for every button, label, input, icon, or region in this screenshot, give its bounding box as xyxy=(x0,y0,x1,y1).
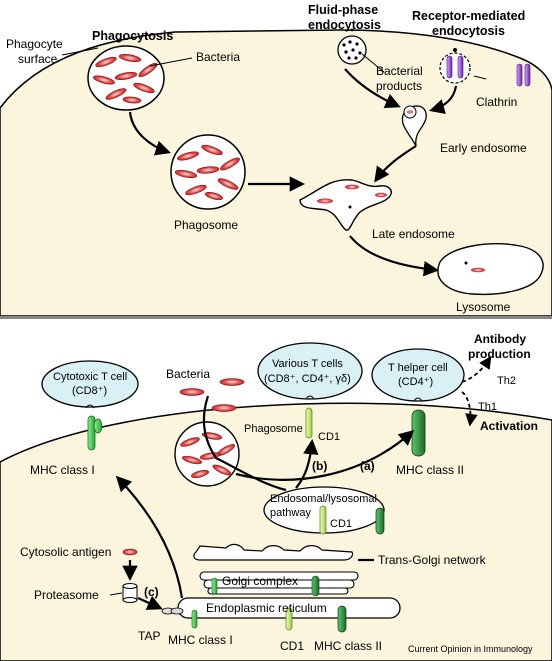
lysosome xyxy=(437,243,544,296)
mhc-ii-endosomal xyxy=(375,507,385,535)
golgi-complex-label: Golgi complex xyxy=(222,574,298,588)
late-endosome-particle xyxy=(348,205,352,209)
tap-transporter-icon xyxy=(161,607,184,615)
clathrin-label: Clathrin xyxy=(476,95,517,109)
top-panel: Phagocyte surface Phagocytosis Fluid-pha… xyxy=(0,3,552,319)
phagosome-label-top: Phagosome xyxy=(174,218,238,232)
lysosome-particle xyxy=(464,261,468,265)
endoplasmic-reticulum-label: Endoplasmic reticulum xyxy=(206,601,327,615)
cytosolic-antigen-label: Cytosolic antigen xyxy=(20,545,111,559)
bacteria-label-bottom: Bacteria xyxy=(166,367,210,381)
various-t-cells xyxy=(257,342,363,400)
late-endosome-bacterium xyxy=(317,198,333,204)
endosomal-label-2: pathway xyxy=(270,507,311,519)
mhc-class-ii-surface xyxy=(411,409,426,457)
activation-label: Activation xyxy=(480,419,538,433)
bottom-panel: Cytotoxic T cell (CD8⁺) Bacteria Various… xyxy=(0,332,552,661)
bacterial-products-label-1: Bacterial xyxy=(376,64,423,78)
label-c: (c) xyxy=(144,585,159,599)
early-endosome-label: Early endosome xyxy=(440,141,527,155)
cd1-surface xyxy=(305,407,313,439)
bacterial-products-dots xyxy=(342,28,362,60)
receptor-mediated-label-2: endocytosis xyxy=(432,24,505,38)
cytotoxic-t-cell xyxy=(41,360,139,408)
mhc-class-i-er-label: MHC class I xyxy=(168,633,233,647)
journal-credit: Current Opinion in Immunology xyxy=(408,644,533,654)
trans-golgi-label: Trans-Golgi network xyxy=(378,553,487,567)
label-a: (a) xyxy=(360,459,375,473)
cytotoxic-t-cell-label-1: Cytotoxic T cell xyxy=(53,371,127,383)
fluid-phase-label-1: Fluid-phase xyxy=(308,3,378,17)
mhc-ii-golgi xyxy=(311,575,320,597)
bacteria-cluster-2 xyxy=(174,144,240,201)
bacteria-cluster-1 xyxy=(93,54,158,104)
top-arrows xyxy=(128,68,458,277)
mhc-class-ii-label-top: MHC class II xyxy=(396,463,464,477)
clathrin-coated-pit xyxy=(439,52,471,84)
trans-golgi-network xyxy=(193,543,354,561)
cytosolic-antigen xyxy=(122,548,138,556)
cd1-endosomal xyxy=(319,505,327,535)
t-helper-label-2: (CD4⁺) xyxy=(398,376,433,388)
tcr-icons xyxy=(85,395,423,409)
cd1-er-label: CD1 xyxy=(280,639,304,653)
late-endosome-bacterium xyxy=(375,192,387,198)
late-endosome-label: Late endosome xyxy=(372,227,455,241)
t-helper-label-1: T helper cell xyxy=(388,362,448,374)
endosomal-label-1: Endosomal/lysosomal xyxy=(270,493,377,505)
antibody-production-label-2: production xyxy=(468,347,531,361)
cd1-endosomal-label: CD1 xyxy=(330,518,352,530)
bacterial-products-label-2: products xyxy=(376,79,422,93)
t-helper-cell xyxy=(371,348,465,402)
bacteria-label-top: Bacteria xyxy=(196,50,240,64)
proteasome-label: Proteasome xyxy=(34,588,99,602)
lysosome-label: Lysosome xyxy=(456,300,511,314)
receptor-icon xyxy=(446,48,464,79)
mhc-i-golgi xyxy=(211,577,218,595)
mhc-class-i-surface xyxy=(87,415,103,451)
various-t-cells-label-2: (CD8⁺, CD4⁺, γδ) xyxy=(264,373,351,385)
mhc-ii-er xyxy=(337,605,347,633)
receptor-mediated-label-1: Receptor-mediated xyxy=(412,9,525,23)
bottom-arrows xyxy=(115,395,415,610)
mhc-class-ii-er-label: MHC class II xyxy=(314,639,382,653)
late-endosome-bacterium xyxy=(345,184,359,190)
tap-label: TAP xyxy=(138,629,160,643)
cytotoxic-t-cell-label-2: (CD8⁺) xyxy=(72,385,107,397)
phagocyte-surface-label-1: Phagocyte xyxy=(6,37,63,51)
proteasome-icon xyxy=(122,583,138,603)
phagosome-label-bottom: Phagosome xyxy=(244,423,303,435)
th1-label: Th1 xyxy=(478,401,497,413)
late-endosome xyxy=(299,179,392,231)
various-t-cells-label-1: Various T cells xyxy=(272,358,343,370)
mhc-class-i-label-top: MHC class I xyxy=(30,463,95,477)
cd1-er xyxy=(285,607,293,631)
bacteria-entering xyxy=(179,378,245,412)
phagocytosis-label: Phagocytosis xyxy=(92,29,173,43)
membrane-receptor-icon xyxy=(516,63,531,87)
cd1-label-top: CD1 xyxy=(318,431,340,443)
panel-divider xyxy=(0,316,552,319)
lysosome-fragment xyxy=(471,267,485,273)
th2-label: Th2 xyxy=(497,375,516,387)
phagocyte-surface-label-2: surface xyxy=(18,52,58,66)
mhc-i-er xyxy=(191,609,198,629)
fluid-phase-label-2: endocytosis xyxy=(308,18,381,32)
top-leader-lines xyxy=(61,47,487,80)
early-endosome xyxy=(401,105,427,147)
apc-cell xyxy=(0,402,552,661)
bottom-leader-lines xyxy=(109,592,123,596)
label-b: (b) xyxy=(312,459,327,473)
dashed-arrows xyxy=(461,355,492,427)
antibody-production-label-1: Antibody xyxy=(474,332,526,346)
